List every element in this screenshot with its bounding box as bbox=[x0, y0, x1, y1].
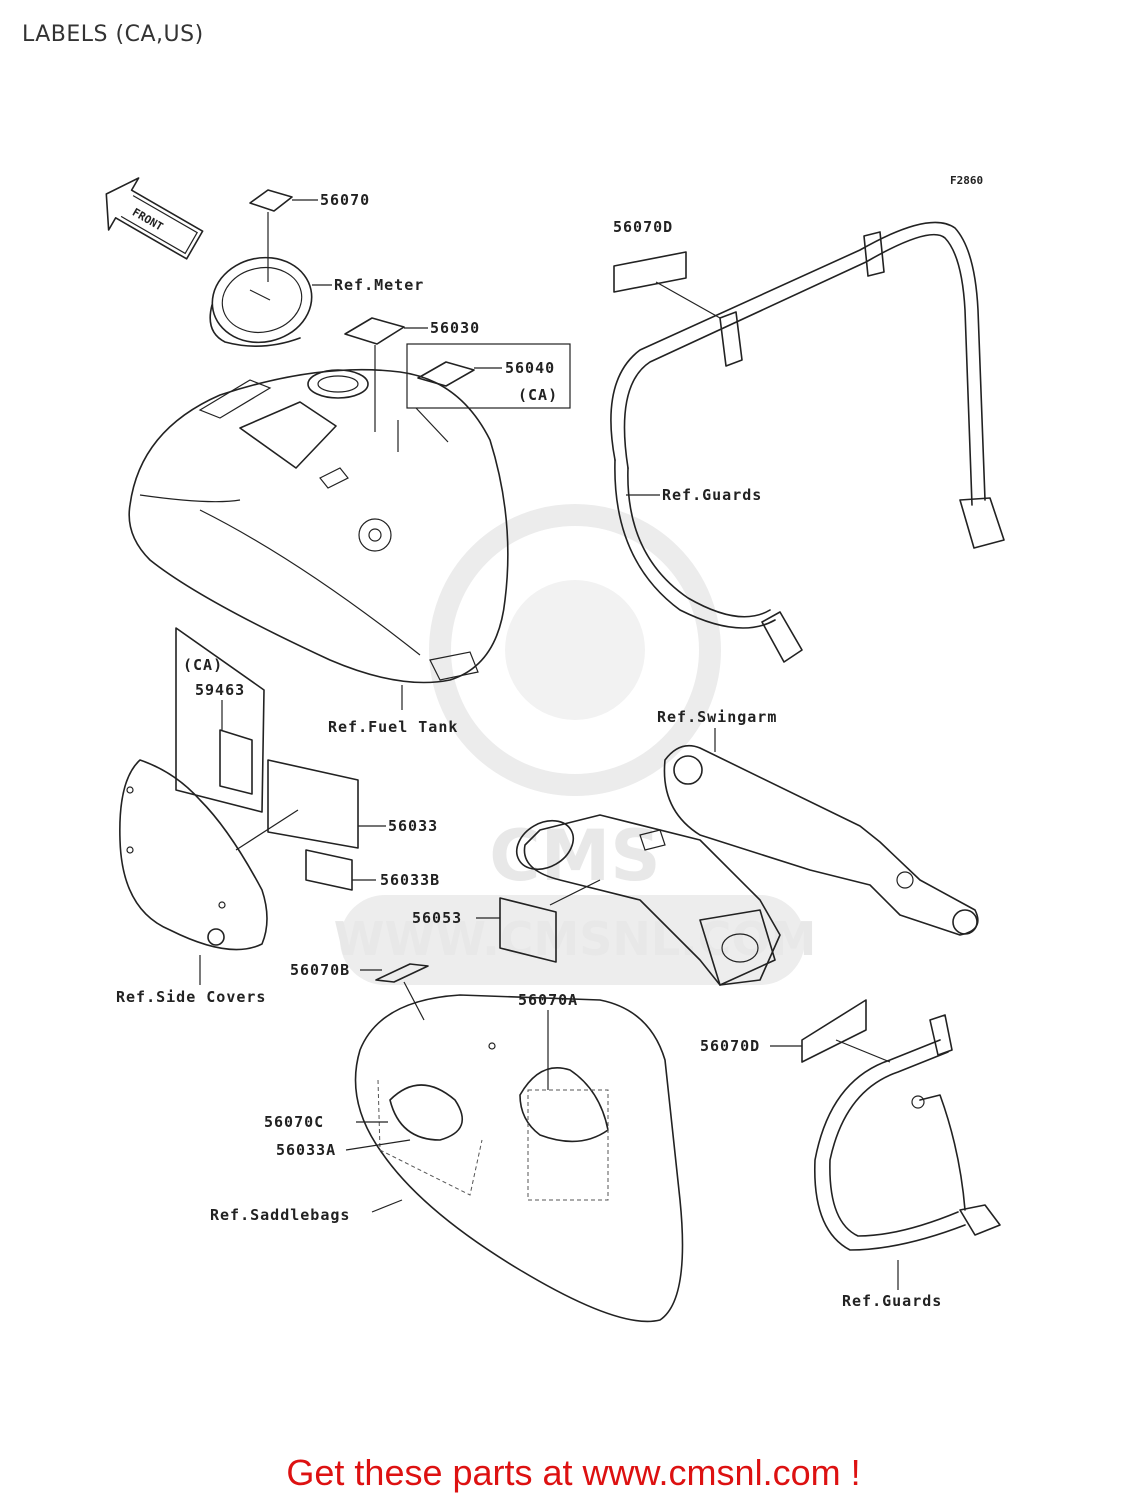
label-56053: 56053 bbox=[412, 897, 557, 963]
svg-text:56070B: 56070B bbox=[290, 961, 350, 979]
watermark-logo: CMS bbox=[489, 815, 660, 897]
ref-fuel-tank-label: Ref.Fuel Tank bbox=[328, 718, 458, 736]
label-56070D-top: 56070D bbox=[613, 218, 721, 319]
parts-diagram: CMS WWW.CMSNL.COM F2860 FRONT 56070 Ref.… bbox=[105, 174, 1005, 1323]
ref-guards-top-label: Ref.Guards bbox=[662, 486, 762, 504]
label-56030: 56030 bbox=[344, 317, 480, 432]
svg-text:56040: 56040 bbox=[505, 359, 555, 377]
ref-guards-bottom-label: Ref.Guards bbox=[842, 1292, 942, 1310]
svg-text:56033: 56033 bbox=[388, 817, 438, 835]
label-56070: 56070 bbox=[249, 189, 370, 282]
side-cover: Ref.Side Covers bbox=[116, 759, 268, 1006]
svg-text:56030: 56030 bbox=[430, 319, 480, 337]
label-56070B: 56070B bbox=[290, 961, 429, 1021]
svg-text:56070: 56070 bbox=[320, 191, 370, 209]
svg-text:56033B: 56033B bbox=[380, 871, 440, 889]
front-arrow-icon: FRONT bbox=[105, 177, 204, 260]
label-56040: 56040 (CA) bbox=[397, 343, 571, 452]
label-56033: 56033 bbox=[235, 759, 438, 851]
label-56070D-bottom: 56070D bbox=[700, 999, 891, 1063]
svg-text:56070D: 56070D bbox=[700, 1037, 760, 1055]
footer-link[interactable]: Get these parts at www.cmsnl.com ! bbox=[286, 1452, 861, 1493]
label-59463: (CA) 59463 bbox=[175, 627, 265, 813]
label-56033B: 56033B bbox=[305, 849, 440, 891]
ref-swingarm-label: Ref.Swingarm bbox=[657, 708, 777, 726]
saddlebag: 56070A 56070C 56033A Ref.Saddlebags bbox=[210, 991, 684, 1323]
lower-guard: Ref.Guards bbox=[813, 1014, 1001, 1310]
watermark: CMS WWW.CMSNL.COM bbox=[334, 504, 817, 985]
upper-guard: Ref.Guards bbox=[610, 221, 1005, 663]
svg-text:56053: 56053 bbox=[412, 909, 462, 927]
svg-text:(CA): (CA) bbox=[518, 386, 558, 404]
svg-text:59463: 59463 bbox=[195, 681, 245, 699]
svg-text:56070D: 56070D bbox=[613, 218, 673, 236]
svg-text:(CA): (CA) bbox=[183, 656, 223, 674]
ref-side-covers-label: Ref.Side Covers bbox=[116, 988, 266, 1006]
figure-code: F2860 bbox=[950, 174, 983, 187]
swingarm: Ref.Swingarm bbox=[515, 708, 979, 986]
ref-saddlebags-label: Ref.Saddlebags bbox=[210, 1206, 350, 1224]
label-56070C: 56070C bbox=[264, 1113, 324, 1131]
ref-meter-label: Ref.Meter bbox=[334, 276, 424, 294]
label-56033A: 56033A bbox=[276, 1141, 336, 1159]
watermark-url: WWW.CMSNL.COM bbox=[334, 912, 817, 966]
svg-text:56070A: 56070A bbox=[518, 991, 578, 1009]
page-title: LABELS (CA,US) bbox=[22, 22, 204, 47]
meter: Ref.Meter bbox=[209, 256, 424, 347]
fuel-tank: Ref.Fuel Tank bbox=[128, 368, 509, 736]
